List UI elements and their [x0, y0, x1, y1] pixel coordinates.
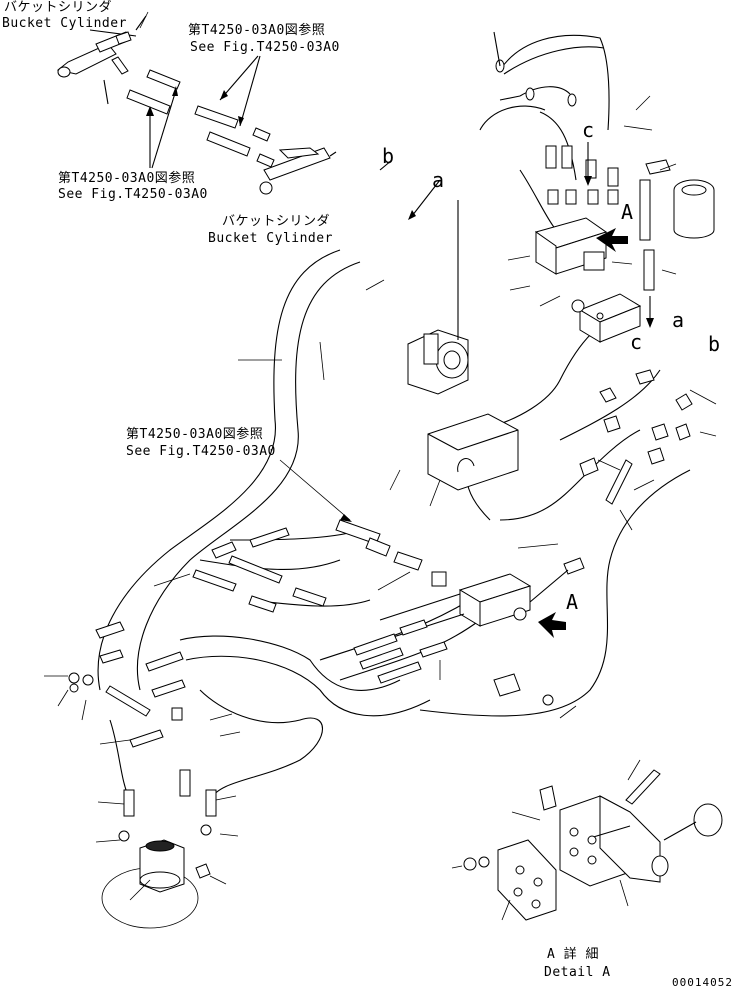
- bucket-cylinder-label-en: Bucket Cylinder: [2, 16, 127, 31]
- hose-fittings-lower-left: [68, 621, 186, 748]
- fittings-column: [545, 145, 619, 205]
- bucket-cylinder-mid-label-en: Bucket Cylinder: [208, 231, 333, 246]
- callout-c-right: c: [630, 330, 643, 354]
- callout-c-upper: c: [582, 118, 595, 142]
- see-fig-reference-top-jp: 第T4250-03A0図参照: [188, 23, 326, 38]
- bucket-cylinder-mid-label-jp: バケットシリンダ: [222, 214, 331, 229]
- bucket-cylinder-mid: [259, 147, 337, 195]
- right-fittings-cluster: [579, 369, 693, 505]
- leader-lines: [44, 11, 717, 921]
- detail-a-valve: [463, 769, 723, 921]
- hose-pair-top-center: [194, 105, 275, 168]
- pilot-pump-motor: [407, 200, 469, 395]
- hose-fittings-lower-centre: [353, 619, 554, 706]
- valve-block-lower: [379, 557, 585, 641]
- downward-arrows: [379, 142, 654, 328]
- callout-A-lower: A: [566, 590, 579, 614]
- drawing-number: 00014052: [672, 976, 733, 989]
- center-swivel-joint: [101, 769, 217, 929]
- valve-detail-right: [571, 293, 642, 343]
- cover-plate: [427, 413, 519, 491]
- callout-b-right: b: [708, 332, 721, 356]
- see-fig-reference-left-en: See Fig.T4250-03A0: [58, 187, 208, 202]
- callout-a-upper: a: [432, 168, 445, 192]
- callout-A-upper: A: [621, 200, 634, 224]
- detail-a-label-en: Detail A: [544, 965, 611, 980]
- filter-tank: [639, 159, 715, 291]
- see-fig-reference-left-jp: 第T4250-03A0図参照: [58, 171, 196, 186]
- bucket-cylinder-top: [56, 15, 147, 78]
- pilot-lines-top: [479, 31, 610, 245]
- see-fig-reference-top-en: See Fig.T4250-03A0: [190, 40, 340, 55]
- see-fig-reference-center-en: See Fig.T4250-03A0: [126, 444, 276, 459]
- see-fig-reference-center-jp: 第T4250-03A0図参照: [126, 427, 264, 442]
- hose-pair-top-left: [103, 56, 181, 115]
- callout-a-right: a: [672, 308, 685, 332]
- bucket-cylinder-label-jp: バケットシリンダ: [4, 0, 113, 15]
- detail-a-label-jp: A 詳 細: [547, 947, 599, 962]
- hose-fittings-centre: [192, 519, 447, 613]
- main-hose-routing: [97, 249, 691, 801]
- reference-arrows-top: [146, 55, 261, 169]
- valve-block-upper: [534, 217, 628, 275]
